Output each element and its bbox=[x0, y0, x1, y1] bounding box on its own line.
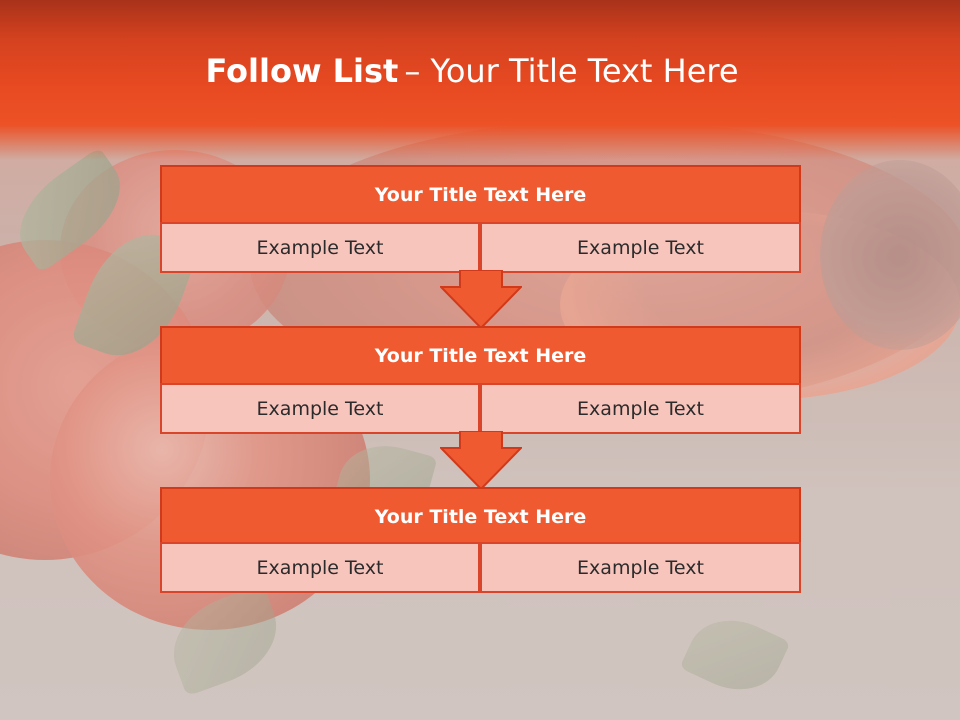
flow-step-3: Your Title Text Here Example Text Exampl… bbox=[160, 487, 801, 593]
step-left-text: Example Text bbox=[160, 383, 480, 434]
step-left-text: Example Text bbox=[160, 542, 480, 593]
title-band bbox=[0, 0, 960, 160]
step-title: Your Title Text Here bbox=[160, 487, 801, 546]
step-title: Your Title Text Here bbox=[160, 165, 801, 224]
step-right-text: Example Text bbox=[480, 542, 801, 593]
slide-title: Follow List– Your Title Text Here bbox=[0, 52, 944, 90]
slide-title-bold: Follow List bbox=[205, 52, 399, 90]
flow-step-1: Your Title Text Here Example Text Exampl… bbox=[160, 165, 801, 273]
flow-step-2: Your Title Text Here Example Text Exampl… bbox=[160, 326, 801, 434]
step-title: Your Title Text Here bbox=[160, 326, 801, 385]
step-left-text: Example Text bbox=[160, 222, 480, 273]
slide-title-rest: – Your Title Text Here bbox=[404, 52, 739, 90]
down-arrow-icon bbox=[440, 431, 522, 491]
down-arrow-icon bbox=[440, 270, 522, 330]
step-right-text: Example Text bbox=[480, 222, 801, 273]
step-right-text: Example Text bbox=[480, 383, 801, 434]
